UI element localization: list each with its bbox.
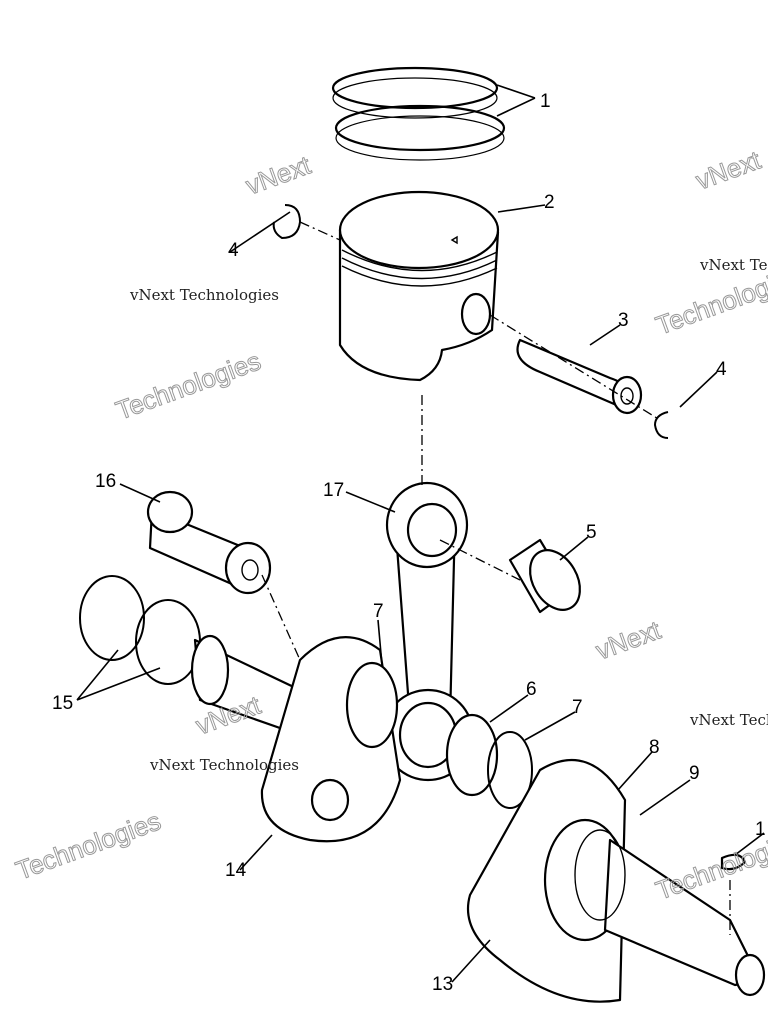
callout-4: 4 — [228, 240, 239, 261]
watermark-outline: Technologies — [652, 826, 768, 906]
washer — [487, 731, 533, 809]
crankshaft-right-half — [466, 758, 766, 1003]
callout-5: 5 — [586, 522, 597, 543]
callout-labels: 1 2 3 4 4 5 6 7 7 8 9 13 14 15 16 17 1 — [52, 91, 766, 995]
piston — [338, 190, 500, 382]
circlip-left — [272, 204, 302, 240]
callout-4: 4 — [716, 359, 727, 380]
thrust-washer — [79, 575, 145, 661]
watermark-outline: Technologies — [112, 346, 265, 426]
callout-14: 14 — [225, 860, 247, 881]
callout-13: 13 — [432, 974, 453, 995]
callout-2: 2 — [544, 192, 555, 213]
callout-17: 17 — [323, 480, 344, 501]
callout-6: 6 — [526, 679, 537, 700]
thrust-washer — [135, 599, 201, 685]
woodruff-key — [720, 853, 747, 871]
crankshaft-left-half — [190, 634, 402, 843]
bearing — [445, 713, 499, 797]
piston-rings — [331, 66, 506, 161]
needle-bearing — [508, 538, 581, 614]
wrist-pin — [516, 338, 643, 415]
callout-9: 9 — [689, 763, 700, 784]
callout-15: 15 — [52, 693, 73, 714]
watermark-stamp: vNext — [242, 149, 315, 200]
callout-7: 7 — [373, 601, 384, 622]
watermark-text: vNext Technologies — [149, 756, 299, 774]
watermark-text: vNext Technologies — [129, 286, 279, 304]
callout-8: 8 — [649, 737, 660, 758]
callout-16: 16 — [95, 471, 116, 492]
watermark-stamp: vNext — [592, 614, 665, 665]
callout-7: 7 — [572, 697, 583, 718]
watermark-text: vNext Technologies — [689, 711, 768, 729]
callout-10: 1 — [755, 819, 766, 840]
watermark-text: vNext Technologies — [699, 256, 768, 274]
watermark-outline: Technologies — [12, 806, 165, 886]
callout-1: 1 — [540, 91, 551, 112]
connecting-rod — [381, 481, 475, 782]
crank-pin — [146, 490, 272, 595]
circlip-right — [653, 411, 669, 439]
callout-3: 3 — [618, 310, 629, 331]
watermark-stamp: vNext — [692, 144, 765, 195]
